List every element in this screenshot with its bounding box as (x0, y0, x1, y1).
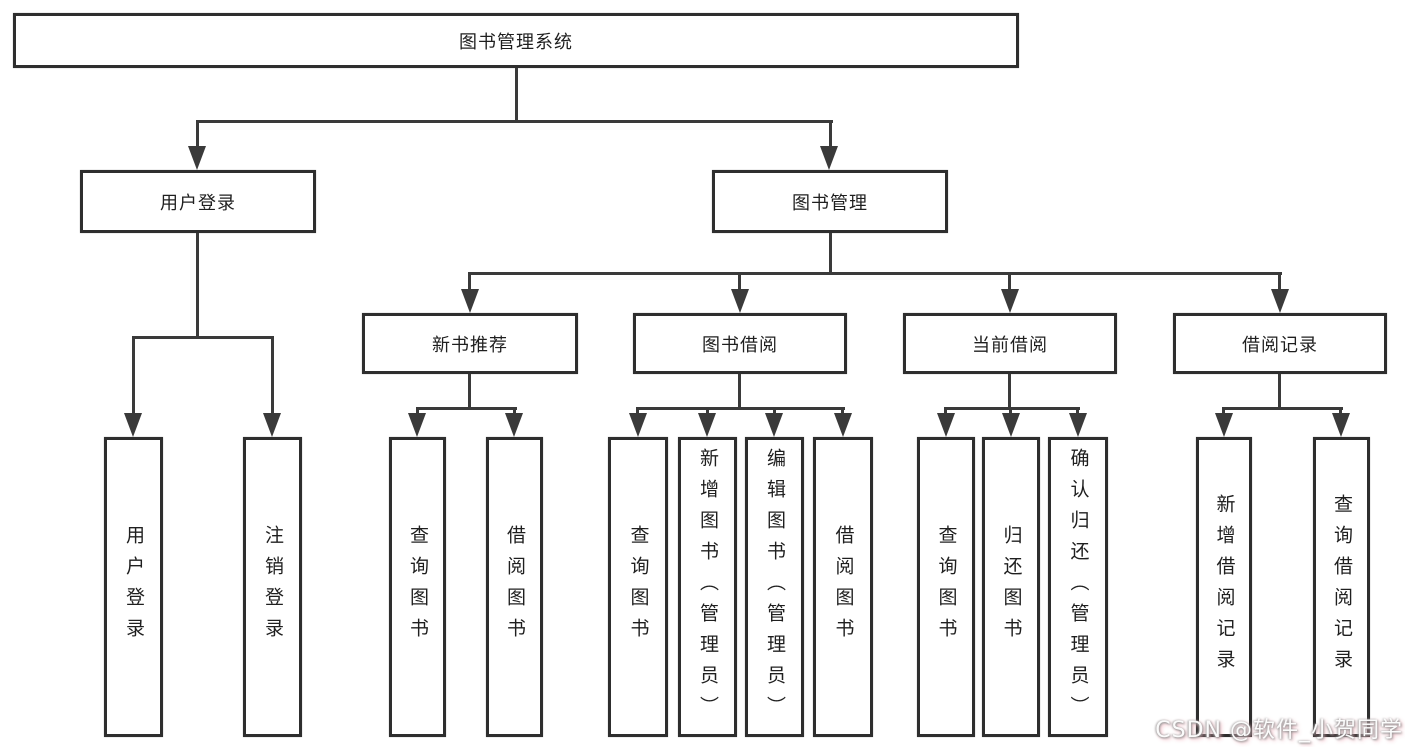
node-current-borrow: 当前借阅 (903, 313, 1117, 374)
connector-stem (773, 407, 776, 417)
connector-stem (132, 336, 135, 415)
leaf-user-login-label: 用户登录 (123, 525, 145, 649)
leaf-label: 查询借阅记录 (1331, 494, 1353, 680)
leaf-borrow-books-recommend: 借阅图书 (486, 437, 543, 737)
leaf-label: 借阅图书 (832, 525, 855, 649)
node-book-borrow: 图书借阅 (633, 313, 847, 374)
watermark: CSDN @软件_小贺同学 (1155, 718, 1403, 743)
leaf-add-borrow-record: 新增借阅记录 (1196, 437, 1252, 737)
leaf-label: 新增借阅记录 (1213, 494, 1236, 680)
connector-group4-vertical (1278, 374, 1281, 407)
arrowhead-icon (937, 413, 955, 437)
leaf-label: 归还图书 (1000, 525, 1023, 649)
connector-stem (829, 120, 832, 148)
connector-stem (271, 336, 274, 415)
node-root-label: 图书管理系统 (459, 31, 573, 53)
leaf-label: 新增图书（管理员） (697, 447, 719, 727)
connector-group1-vertical (468, 374, 471, 407)
leaf-label: 查询图书 (407, 525, 429, 649)
connector-mgmt-vertical (829, 233, 832, 272)
arrowhead-icon (124, 413, 142, 437)
connector-group3-vertical (1008, 374, 1011, 407)
arrowhead-icon (698, 413, 716, 437)
node-book-management: 图书管理 (712, 170, 948, 233)
arrowhead-icon (263, 413, 281, 437)
connector-login-vertical (196, 233, 199, 336)
leaf-logout-label: 注销登录 (262, 525, 284, 649)
arrowhead-icon (1332, 413, 1350, 437)
connector-stem (416, 407, 419, 417)
leaf-label: 查询图书 (627, 525, 650, 649)
connector-stem (468, 272, 471, 291)
node-borrow-records: 借阅记录 (1173, 313, 1387, 374)
connector-stem (944, 407, 947, 417)
connector-login-horizontal (132, 336, 274, 339)
node-new-book-recommend-label: 新书推荐 (432, 334, 508, 356)
connector-group4-horizontal (1222, 407, 1343, 410)
node-book-borrow-label: 图书借阅 (702, 334, 778, 356)
connector-stem (1009, 407, 1012, 417)
connector-root-horizontal (196, 120, 833, 123)
arrowhead-icon (408, 413, 426, 437)
arrowhead-icon (1002, 413, 1020, 437)
node-user-login: 用户登录 (80, 170, 316, 233)
leaf-logout: 注销登录 (243, 437, 302, 737)
arrowhead-icon (461, 289, 479, 313)
connector-stem (1008, 272, 1011, 291)
connector-group2-vertical (738, 374, 741, 407)
arrowhead-icon (629, 413, 647, 437)
leaf-query-books-current: 查询图书 (917, 437, 975, 737)
node-borrow-records-label: 借阅记录 (1242, 334, 1318, 356)
arrowhead-icon (834, 413, 852, 437)
leaf-label: 查询图书 (935, 525, 958, 649)
leaf-query-books-recommend: 查询图书 (389, 437, 446, 737)
leaf-label: 借阅图书 (504, 525, 526, 649)
connector-stem (841, 407, 844, 417)
arrowhead-icon (820, 146, 838, 170)
connector-root-vertical (515, 68, 518, 120)
node-new-book-recommend: 新书推荐 (362, 313, 578, 374)
connector-stem (706, 407, 709, 417)
arrowhead-icon (1001, 289, 1019, 313)
leaf-label: 确认归还（管理员） (1067, 447, 1090, 727)
connector-stem (738, 272, 741, 291)
connector-group3-horizontal (944, 407, 1080, 410)
connector-stem (513, 407, 516, 417)
connector-stem (636, 407, 639, 417)
arrowhead-icon (1215, 413, 1233, 437)
leaf-confirm-return-admin: 确认归还（管理员） (1048, 437, 1108, 737)
leaf-query-books-borrow: 查询图书 (608, 437, 668, 737)
leaf-query-borrow-record: 查询借阅记录 (1313, 437, 1370, 737)
node-root-system: 图书管理系统 (13, 13, 1019, 68)
arrowhead-icon (188, 146, 206, 170)
arrowhead-icon (1271, 289, 1289, 313)
leaf-return-books: 归还图书 (982, 437, 1040, 737)
arrowhead-icon (731, 289, 749, 313)
leaf-edit-books-admin: 编辑图书（管理员） (745, 437, 804, 737)
leaf-label: 编辑图书（管理员） (764, 447, 786, 727)
arrowhead-icon (1069, 413, 1087, 437)
arrowhead-icon (765, 413, 783, 437)
node-current-borrow-label: 当前借阅 (972, 334, 1048, 356)
connector-group2-horizontal (636, 407, 845, 410)
connector-stem (1278, 272, 1281, 291)
node-book-management-label: 图书管理 (792, 192, 868, 214)
leaf-borrow-books: 借阅图书 (813, 437, 873, 737)
arrowhead-icon (505, 413, 523, 437)
connector-stem (196, 120, 199, 148)
node-user-login-label: 用户登录 (160, 192, 236, 214)
connector-group1-horizontal (416, 407, 517, 410)
connector-stem (1076, 407, 1079, 417)
leaf-user-login: 用户登录 (104, 437, 163, 737)
connector-stem (1222, 407, 1225, 417)
connector-mgmt-horizontal (469, 272, 1282, 275)
leaf-add-books-admin: 新增图书（管理员） (678, 437, 737, 737)
connector-stem (1339, 407, 1342, 417)
